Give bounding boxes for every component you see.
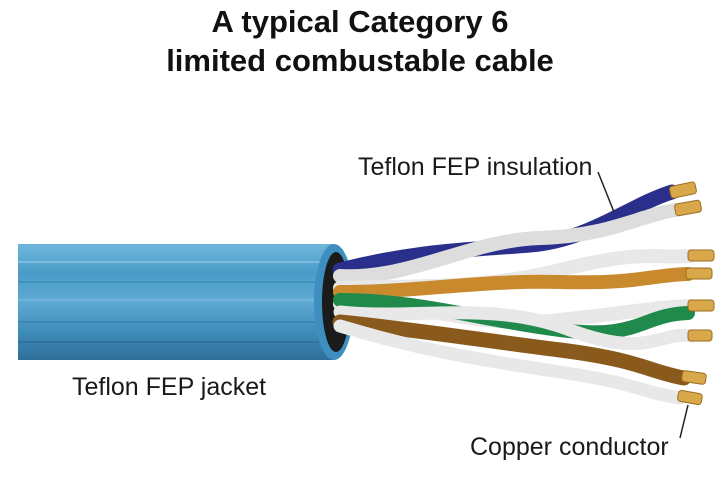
label-conductor: Copper conductor — [470, 433, 669, 461]
copper-conductors — [669, 181, 715, 406]
copper-tip — [677, 389, 703, 406]
copper-tip — [685, 267, 713, 280]
leader-conductor — [679, 404, 689, 439]
copper-tip — [681, 370, 707, 385]
wire-pairs — [332, 184, 699, 405]
pair-brown — [332, 314, 692, 405]
label-insulation: Teflon FEP insulation — [358, 153, 593, 181]
copper-tip — [687, 249, 715, 262]
diagram-title: A typical Category 6 limited combustable… — [0, 2, 720, 80]
copper-tip — [674, 199, 702, 217]
label-jacket: Teflon FEP jacket — [72, 373, 267, 401]
jacket-body — [18, 244, 334, 360]
title-line-2: limited combustable cable — [166, 43, 554, 78]
jacket — [18, 244, 354, 360]
pair-blue — [332, 184, 683, 284]
copper-tip — [687, 329, 713, 342]
leader-lines — [597, 171, 689, 439]
leader-insulation — [597, 171, 615, 213]
copper-tip — [669, 181, 697, 199]
pair-green — [333, 293, 699, 350]
copper-tip — [687, 299, 715, 312]
title-line-1: A typical Category 6 — [211, 4, 509, 39]
pair-orange — [333, 249, 697, 299]
